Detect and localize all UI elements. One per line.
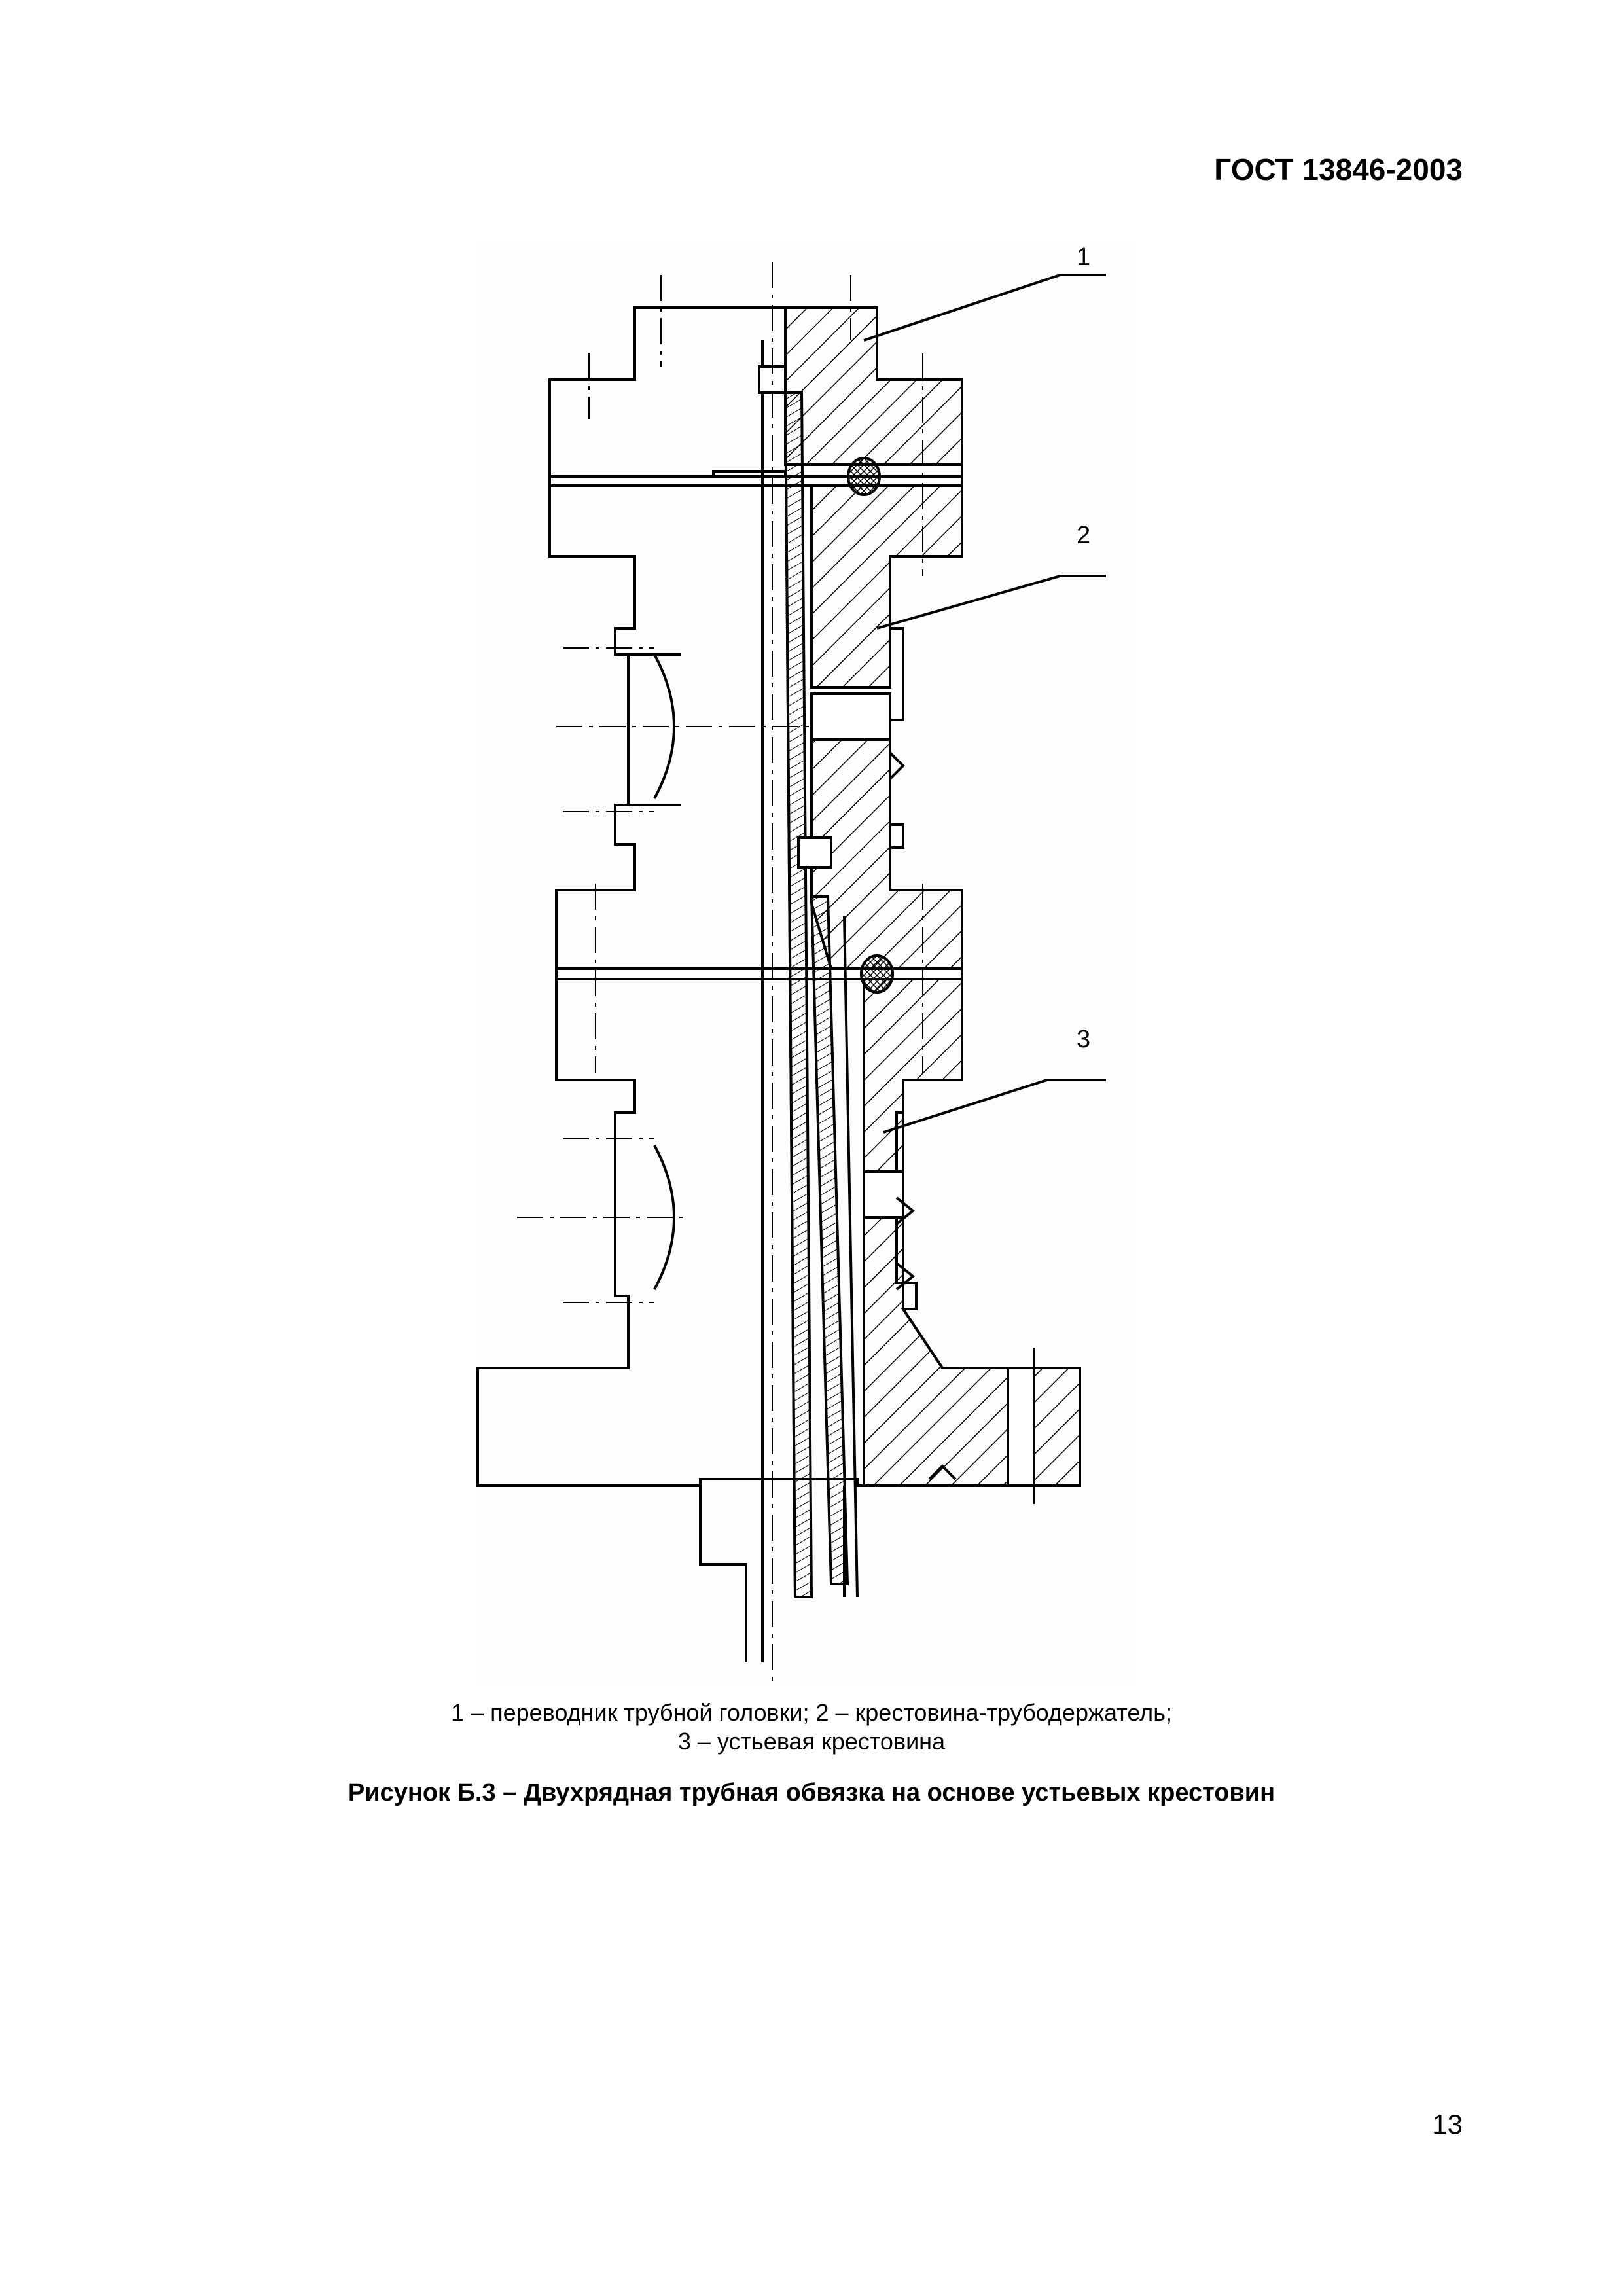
callout-2: 2 (1077, 522, 1090, 549)
lower-tubing-hanger (797, 836, 832, 869)
side-outlet-bore (810, 692, 891, 741)
leader-line-2 (876, 575, 1106, 630)
page-number: 13 (1432, 2109, 1463, 2140)
leader-line-3 (883, 1079, 1106, 1134)
spool-section (810, 484, 963, 689)
standard-number: ГОСТ 13846-2003 (1214, 152, 1463, 187)
figure-legend: 1 – переводник трубной головки; 2 – крес… (196, 1698, 1427, 1756)
lower-ring-gasket (860, 954, 894, 994)
figure-title: Рисунок Б.3 – Двухрядная трубная обвязка… (348, 1779, 1275, 1806)
callout-3: 3 (1077, 1026, 1090, 1053)
technical-drawing: 1 2 3 (476, 243, 1106, 1682)
legend-line-2: 3 – устьевая крестовина (677, 1728, 946, 1755)
flange-bolt-hole (1007, 1367, 1035, 1487)
leader-line-1 (863, 274, 1106, 342)
callout-1: 1 (1077, 243, 1090, 271)
tubing-outer-wall (810, 895, 849, 1585)
tubing-inner-wall (783, 391, 813, 1598)
lower-outlet-bore (863, 1170, 904, 1219)
side-port-arc-upper (653, 654, 675, 799)
legend-line-1: 1 – переводник трубной головки; 2 – крес… (451, 1699, 1172, 1726)
middle-flange-gap (555, 967, 963, 980)
side-port-arc-lower (653, 1145, 675, 1290)
upper-flange-gap (548, 475, 963, 487)
upper-ring-gasket (847, 457, 881, 496)
